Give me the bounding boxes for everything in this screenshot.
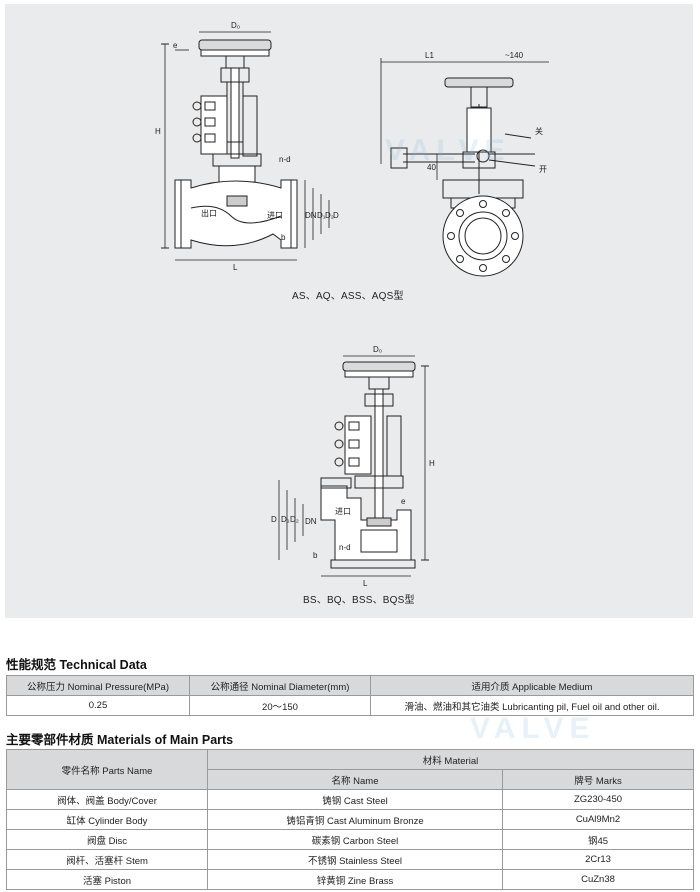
label-b-top: b bbox=[281, 233, 286, 242]
label-d-bottom: D bbox=[271, 515, 277, 524]
label-close: 关 bbox=[535, 126, 543, 136]
caption-top-models: AS、AQ、ASS、AQS型 bbox=[292, 291, 404, 302]
label-l-bottom: L bbox=[363, 579, 368, 588]
label-140: ~140 bbox=[505, 51, 524, 60]
cell-part: 活塞 Piston bbox=[6, 869, 208, 890]
label-nd-top: n-d bbox=[279, 155, 291, 164]
header-material: 材料 Material bbox=[207, 749, 694, 770]
label-d2-bottom: D₂ bbox=[290, 515, 299, 524]
caption-bottom-models: BS、BQ、BSS、BQS型 bbox=[303, 595, 415, 606]
cell-part: 阀体、阀盖 Body/Cover bbox=[6, 789, 208, 810]
label-d0-top: D₀ bbox=[231, 21, 240, 30]
label-dn-top: DN bbox=[305, 211, 317, 220]
side-view-drawing bbox=[380, 58, 549, 277]
label-nd-bottom: n-d bbox=[339, 543, 351, 552]
cell-mark: CuZn38 bbox=[502, 869, 694, 890]
technical-data-title: 性能规范 Technical Data bbox=[6, 658, 147, 672]
cell-mark: 2Cr13 bbox=[502, 849, 694, 870]
cell-medium: 滑油、燃油和其它油类 Lubricanting pil, Fuel oil an… bbox=[370, 695, 694, 716]
cell-part: 缸体 Cylinder Body bbox=[6, 809, 208, 830]
angle-valve-drawing bbox=[278, 355, 429, 577]
label-h-top: H bbox=[155, 127, 161, 136]
cell-material-name: 碳素钢 Carbon Steel bbox=[207, 829, 503, 850]
cell-part: 阀盘 Disc bbox=[6, 829, 208, 850]
label-d1-bottom: D₁ bbox=[281, 515, 290, 524]
table-row: 阀盘 Disc 碳素钢 Carbon Steel 钢45 bbox=[6, 829, 694, 850]
label-l-top: L bbox=[233, 263, 238, 272]
valve-drawings: D₀ H L e 出口 进口 DN D₁ D₂ D b n-d L1 ~140 … bbox=[155, 21, 549, 588]
watermark-logo: VALVE bbox=[385, 134, 511, 167]
label-inlet-bottom: 进口 bbox=[335, 507, 351, 516]
table-header-row: 零件名称 Parts Name 材料 Material bbox=[6, 749, 694, 790]
cell-part: 阀杆、活塞杆 Stem bbox=[6, 849, 208, 870]
label-40: 40 bbox=[427, 163, 436, 172]
table-row: 缸体 Cylinder Body 铸铝青铜 Cast Aluminum Bron… bbox=[6, 809, 694, 830]
header-name: 名称 Name bbox=[207, 769, 503, 790]
cell-material-name: 锌黄铜 Zine Brass bbox=[207, 869, 503, 890]
technical-data-table: 公称压力 Nominal Pressure(MPa) 公称通径 Nominal … bbox=[6, 675, 694, 716]
cell-mark: 钢45 bbox=[502, 829, 694, 850]
table-row: 0.25 20～150 滑油、燃油和其它油类 Lubricanting pil,… bbox=[6, 695, 694, 716]
table-row: 阀杆、活塞杆 Stem 不锈钢 Stainless Steel 2Cr13 bbox=[6, 849, 694, 870]
label-d-top: D bbox=[333, 211, 339, 220]
label-e-top: e bbox=[173, 41, 178, 50]
label-d0-bottom: D₀ bbox=[373, 345, 382, 354]
label-open: 开 bbox=[539, 165, 547, 174]
cell-pressure: 0.25 bbox=[6, 695, 190, 716]
label-h-bottom: H bbox=[429, 459, 435, 468]
header-nominal-pressure: 公称压力 Nominal Pressure(MPa) bbox=[6, 675, 190, 696]
label-inlet-top: 进口 bbox=[267, 211, 283, 220]
cell-material-name: 铸钢 Cast Steel bbox=[207, 789, 503, 810]
cell-material-name: 铸铝青铜 Cast Aluminum Bronze bbox=[207, 809, 503, 830]
straight-valve-drawing bbox=[161, 31, 330, 261]
label-b-bottom: b bbox=[313, 551, 318, 560]
cell-diameter: 20～150 bbox=[189, 695, 371, 716]
table-subheader-row: 名称 Name 牌号 Marks bbox=[7, 769, 694, 790]
table-row: 活塞 Piston 锌黄铜 Zine Brass CuZn38 bbox=[6, 869, 694, 890]
label-d1-top: D₁ bbox=[317, 211, 326, 220]
label-dn-bottom: DN bbox=[305, 517, 317, 526]
label-d2-top: D₂ bbox=[325, 211, 334, 220]
label-outlet: 出口 bbox=[201, 208, 217, 218]
label-e-bottom: e bbox=[401, 497, 406, 506]
table-header-row: 公称压力 Nominal Pressure(MPa) 公称通径 Nominal … bbox=[6, 675, 694, 696]
header-parts-name: 零件名称 Parts Name bbox=[6, 749, 208, 790]
cell-mark: ZG230-450 bbox=[502, 789, 694, 810]
header-nominal-diameter: 公称通径 Nominal Diameter(mm) bbox=[189, 675, 371, 696]
header-applicable-medium: 适用介质 Applicable Medium bbox=[370, 675, 694, 696]
label-l1: L1 bbox=[425, 51, 434, 60]
table-row: 阀体、阀盖 Body/Cover 铸钢 Cast Steel ZG230-450 bbox=[6, 789, 694, 810]
materials-table: 零件名称 Parts Name 材料 Material 名称 Name 牌号 M… bbox=[6, 749, 694, 890]
header-marks: 牌号 Marks bbox=[502, 769, 694, 790]
cell-mark: CuAl9Mn2 bbox=[502, 809, 694, 830]
technical-drawing-panel: D₀ H L e 出口 进口 DN D₁ D₂ D b n-d L1 ~140 … bbox=[5, 4, 693, 618]
watermark-logo-2: VALVE bbox=[470, 712, 596, 745]
materials-title: 主要零部件材质 Materials of Main Parts bbox=[6, 733, 234, 747]
cell-material-name: 不锈钢 Stainless Steel bbox=[207, 849, 503, 870]
